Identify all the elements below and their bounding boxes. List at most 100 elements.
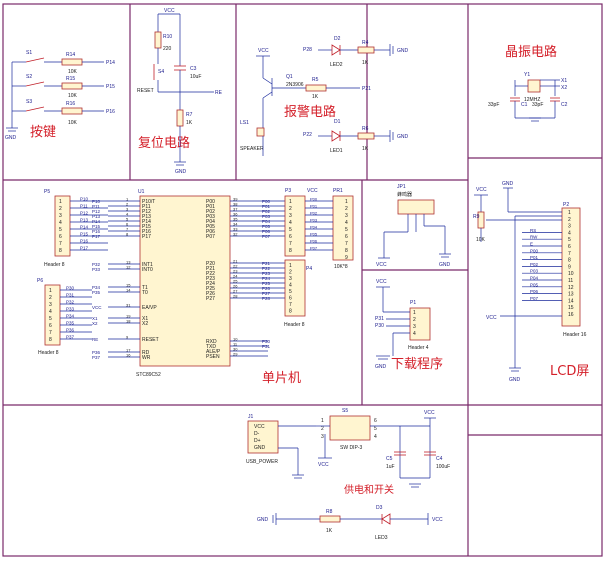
mcu-net-label: P15 <box>92 224 101 229</box>
mcu-pin-name: P10/T <box>142 199 155 205</box>
mcu-net-label: P14 <box>92 219 101 224</box>
gnd-label: GND <box>439 262 451 268</box>
vcc-label: VCC <box>376 279 387 285</box>
mcu-net-label: P00 <box>262 199 271 204</box>
led2-label: LED2 <box>330 62 343 68</box>
net-label: P13 <box>80 218 89 223</box>
net-label: P37 <box>66 335 75 340</box>
net-label: P32 <box>66 300 75 305</box>
gnd-label: GND <box>5 135 17 141</box>
header-pin-number: 3 <box>289 276 292 282</box>
lcd-pin-number: 1 <box>568 210 571 216</box>
net-label: P10 <box>80 197 89 202</box>
net-label: P01 <box>310 204 318 209</box>
p5-name: Header 8 <box>44 262 65 268</box>
mcu-pin-name: P15 <box>142 224 151 230</box>
r7-value: 1K <box>186 120 193 126</box>
mcu-pin-name: WR <box>142 355 151 361</box>
r4-value: 1K <box>362 60 369 66</box>
mcu-net-label: P01 <box>262 204 271 209</box>
mcu-pin-number: 13 <box>126 260 131 265</box>
mcu-net-label: P36 <box>92 350 101 355</box>
header-pin-number: 3 <box>289 213 292 219</box>
resistor-array-pin-number: 3 <box>345 213 348 219</box>
lcd-net-label: P06 <box>530 289 539 294</box>
power-circuit: J1 VCC D- D+ GND USB_POWER S5 SW DIP-3 1… <box>246 408 450 541</box>
mcu-pin-number: 9 <box>126 335 129 340</box>
j1-pin: D+ <box>254 438 261 444</box>
mcu-pin-name: P20 <box>206 261 215 267</box>
net-label: P04 <box>310 225 318 230</box>
resistor-r16 <box>61 107 83 115</box>
mcu-pin-name: P16 <box>142 229 151 235</box>
header-pin-number: 5 <box>49 316 52 322</box>
mcu-net-label: P32 <box>92 262 101 267</box>
mcu-pin-name: P03 <box>206 214 215 220</box>
mcu-net-label: P21 <box>262 261 271 266</box>
p5-label: P5 <box>44 189 50 195</box>
mcu-pin-number: 33 <box>233 227 238 232</box>
c4-label: C4 <box>436 456 443 462</box>
net-label: P07 <box>310 246 318 251</box>
mcu-pin-name: P13 <box>142 214 151 220</box>
key-row: S1 R14 10K P14 <box>12 50 115 75</box>
mcu-pin-number: 32 <box>233 232 238 237</box>
pr1-label: PR1 <box>333 188 343 194</box>
speaker-ls1 <box>256 127 265 137</box>
vcc-label: VCC <box>318 462 329 468</box>
switch-label: S3 <box>26 99 32 105</box>
s4-label: S4 <box>158 69 164 75</box>
mcu-net-label: P34 <box>92 285 101 290</box>
lcd-pin-number: 3 <box>568 224 571 230</box>
r9-label: R9 <box>473 214 480 220</box>
mcu-pin-name: P27 <box>206 296 215 302</box>
resistor-array-pin-number: 4 <box>345 220 348 226</box>
mcu-net-label: X1 <box>92 316 98 321</box>
mcu-pin-number: 1 <box>126 197 129 202</box>
net-label: P00 <box>310 197 318 202</box>
mcu-pin-name: P00 <box>206 199 215 205</box>
c3-label: C3 <box>190 66 197 72</box>
lcd-rows: 12345678910111213141516RSRWEP00P01P02P03… <box>522 210 574 318</box>
outer-frame <box>2 3 603 557</box>
header-p2-body <box>561 207 581 327</box>
section-title-keys: 按键 <box>30 125 56 140</box>
p4-label: P4 <box>306 266 312 272</box>
lcd-pin-number: 4 <box>568 230 571 236</box>
mcu-pin-name: EA/VP <box>142 305 157 311</box>
mcu-pin-number: 8 <box>126 232 129 237</box>
resistor-value: 10K <box>68 93 78 99</box>
mcu-pin-name: INT1 <box>142 262 153 268</box>
mcu-pin-number: 12 <box>126 265 131 270</box>
lcd-pin-number: 7 <box>568 251 571 257</box>
section-title-mcu: 单片机 <box>262 371 301 386</box>
mcu-pin-number: 29 <box>233 352 238 357</box>
mcu-pin-name: P07 <box>206 234 215 240</box>
mcu-pin-name: P25 <box>206 286 215 292</box>
q1-type: 2N3906 <box>286 82 304 88</box>
net-label: P33 <box>66 307 75 312</box>
mcu-pin-number: 6 <box>126 222 129 227</box>
mcu-pin-name: ALE/P <box>206 349 221 355</box>
mcu-pin-name: P26 <box>206 291 215 297</box>
dip-switch-s5 <box>329 415 371 441</box>
net-label: P35 <box>66 321 75 326</box>
section-title-crystal: 晶振电路 <box>505 44 557 60</box>
switch-s2-symbol <box>25 81 45 87</box>
header-pin-number: 6 <box>289 234 292 240</box>
mcu-pin-number: 31 <box>126 303 131 308</box>
mcu-pin-number: 2 <box>126 202 129 207</box>
mcu-pin-name: P23 <box>206 276 215 282</box>
mcu-pin-number: 23 <box>233 269 238 274</box>
net-label: P17 <box>80 246 89 251</box>
lcd-net-label: P03 <box>530 269 539 274</box>
mcu-pin-number: 18 <box>126 319 131 324</box>
jp1-name: 蜂鸣器 <box>397 191 412 198</box>
header-pin-number: 4 <box>289 220 292 226</box>
p2-name: Header 16 <box>563 332 587 338</box>
header-pin-number: 4 <box>289 283 292 289</box>
pin-number: 4 <box>413 331 416 337</box>
mcu-pin-name: RXD <box>206 339 217 345</box>
mcu-pin-name: P04 <box>206 219 215 225</box>
